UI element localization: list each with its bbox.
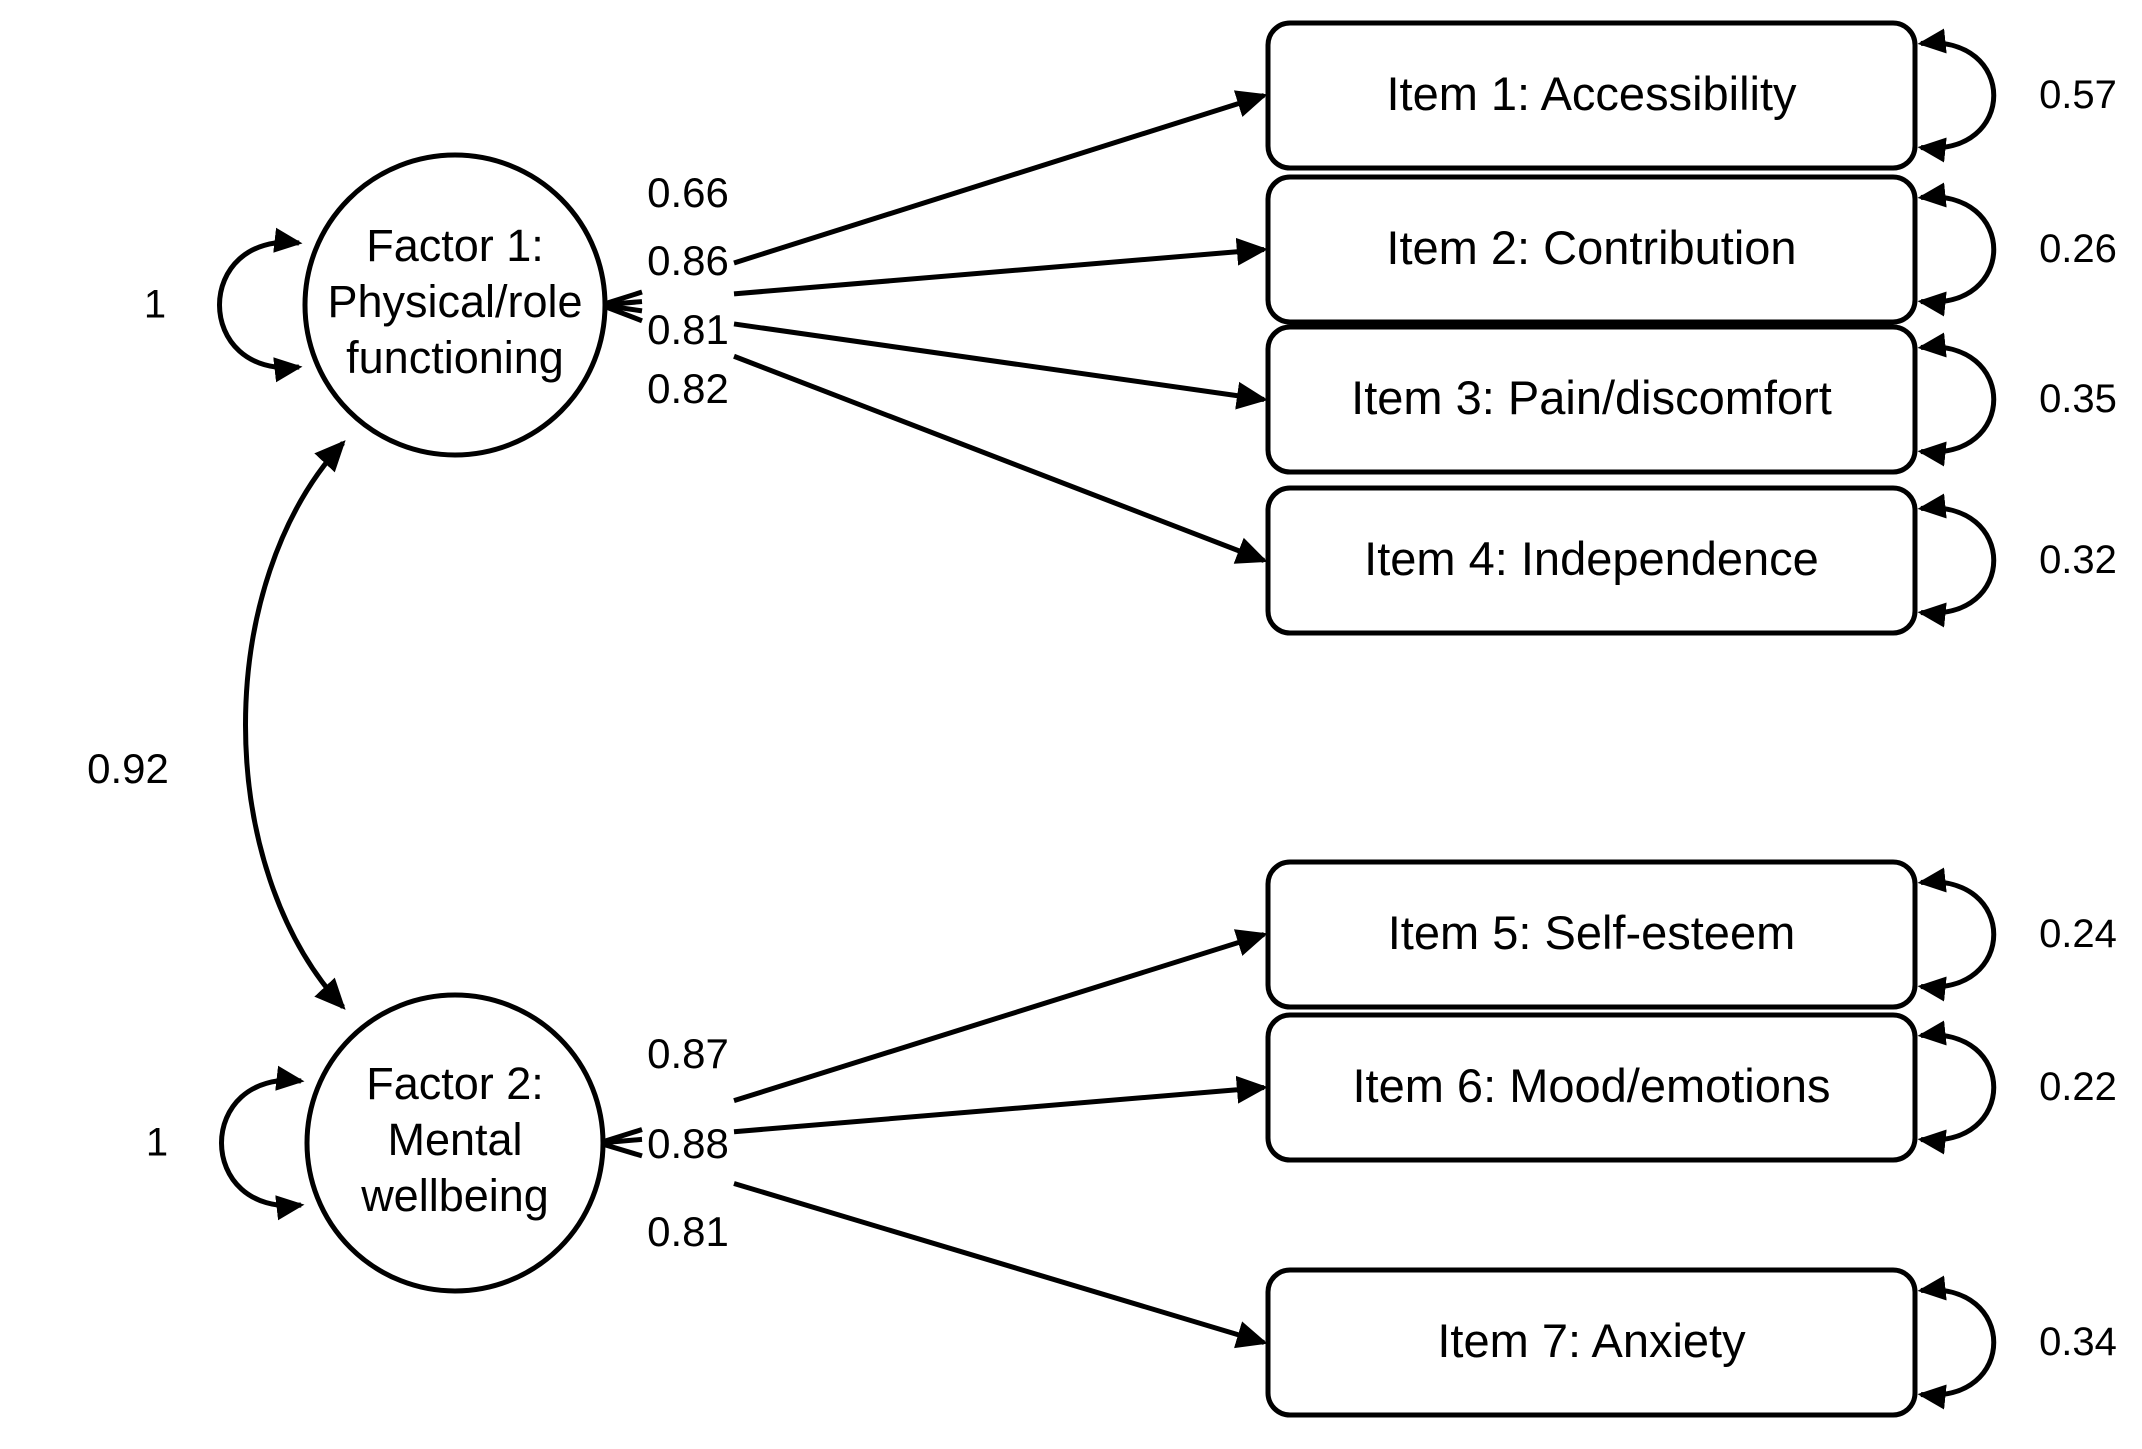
item-box[interactable]: Item 4: Independence <box>1265 485 1918 636</box>
edge-labels-group: 0.66 0.86 0.81 0.82 0.87 0.88 0.81 <box>647 169 729 1255</box>
loading-label: 0.88 <box>647 1120 729 1167</box>
residual-variance-label: 0.57 <box>2039 73 2117 117</box>
residual-self-loop <box>1917 182 1997 317</box>
item-box-rect[interactable] <box>1265 324 1918 475</box>
loading-path-segment <box>600 302 643 324</box>
loading-path-segment <box>733 1075 1268 1135</box>
item-box-label: Item 6: Mood/emotions <box>1352 1059 1830 1112</box>
item-box-label: Item 2: Contribution <box>1386 221 1796 274</box>
residual-variance-label: 0.22 <box>2039 1065 2117 1109</box>
loading-path-segment <box>598 1136 643 1146</box>
loading-label: 0.82 <box>647 365 729 412</box>
factor-covariance-label: 0.92 <box>87 745 169 792</box>
factor-label-line: Physical/role <box>327 276 582 327</box>
loading-path-segment <box>598 1140 643 1159</box>
item-box[interactable]: Item 5: Self-esteem <box>1265 859 1918 1010</box>
factor-variance-label: 1 <box>146 1121 168 1165</box>
residual-self-loop <box>1917 1275 1997 1410</box>
loading-label: 0.87 <box>647 1030 729 1077</box>
item-box-label: Item 3: Pain/discomfort <box>1351 371 1832 424</box>
residual-self-loop <box>1917 332 1997 467</box>
factor-variance-loop <box>219 1065 305 1221</box>
item-box[interactable]: Item 2: Contribution <box>1265 174 1918 325</box>
factor-circle-shape[interactable] <box>304 992 606 1294</box>
item-box-label: Item 5: Self-esteem <box>1388 906 1796 959</box>
residual-self-loop <box>1917 867 1997 1002</box>
factor-circles-group: Factor 1:Physical/rolefunctioningFactor … <box>302 152 608 1294</box>
item-box[interactable]: Item 7: Anxiety <box>1265 1267 1918 1418</box>
loading-path-segment <box>733 1181 1268 1349</box>
factor-variance-loop <box>217 227 303 383</box>
residual-variance-label: 0.32 <box>2039 538 2117 582</box>
item-box-label: Item 4: Independence <box>1364 532 1819 585</box>
residual-variance-label: 0.35 <box>2039 377 2117 421</box>
item-box-rect[interactable] <box>1265 20 1918 171</box>
item-box-rect[interactable] <box>1265 174 1918 325</box>
item-box-rect[interactable] <box>1265 1012 1918 1163</box>
loading-path-segment <box>733 321 1268 410</box>
item-box-label: Item 7: Anxiety <box>1437 1314 1746 1367</box>
factor-label-line: Factor 2: <box>366 1058 544 1109</box>
residual-variance-label: 0.34 <box>2039 1320 2117 1364</box>
factor-variance-loops-group: 11 <box>144 227 305 1221</box>
residual-variance-label: 0.26 <box>2039 227 2117 271</box>
residual-variance-label: 0.24 <box>2039 912 2117 956</box>
factor-label-line: functioning <box>346 332 564 383</box>
loading-paths-group <box>598 90 1268 1349</box>
residual-loops-group: 0.57 0.26 0.35 0.32 0.24 0.22 0.34 <box>1917 28 2117 1410</box>
factor-label-line: wellbeing <box>360 1170 549 1221</box>
loading-label: 0.81 <box>647 306 729 353</box>
item-box[interactable]: Item 3: Pain/discomfort <box>1265 324 1918 475</box>
item-box-rect[interactable] <box>1265 485 1918 636</box>
item-box[interactable]: Item 6: Mood/emotions <box>1265 1012 1918 1163</box>
factor-covariance-path <box>243 440 346 1010</box>
loading-path-segment <box>733 353 1268 564</box>
residual-self-loop <box>1917 1020 1997 1155</box>
loading-label: 0.66 <box>647 169 729 216</box>
loading-label: 0.81 <box>647 1208 729 1255</box>
factor-covariance-group: 0.92 <box>87 440 346 1010</box>
factor-label-line: Factor 1: <box>366 220 544 271</box>
loading-path-segment <box>733 929 1268 1104</box>
item-box-rect[interactable] <box>1265 859 1918 1010</box>
item-box-rect[interactable] <box>1265 1267 1918 1418</box>
factor-label-line: Mental <box>387 1114 522 1165</box>
item-box-label: Item 1: Accessibility <box>1386 67 1797 120</box>
residual-self-loop <box>1917 493 1997 628</box>
factor-variance-label: 1 <box>144 283 166 327</box>
factor-circle-shape[interactable] <box>302 152 608 458</box>
loading-label: 0.86 <box>647 237 729 284</box>
loading-path-segment <box>733 90 1268 266</box>
loading-path-segment <box>733 237 1268 297</box>
residual-self-loop <box>1917 28 1997 163</box>
item-box[interactable]: Item 1: Accessibility <box>1265 20 1918 171</box>
